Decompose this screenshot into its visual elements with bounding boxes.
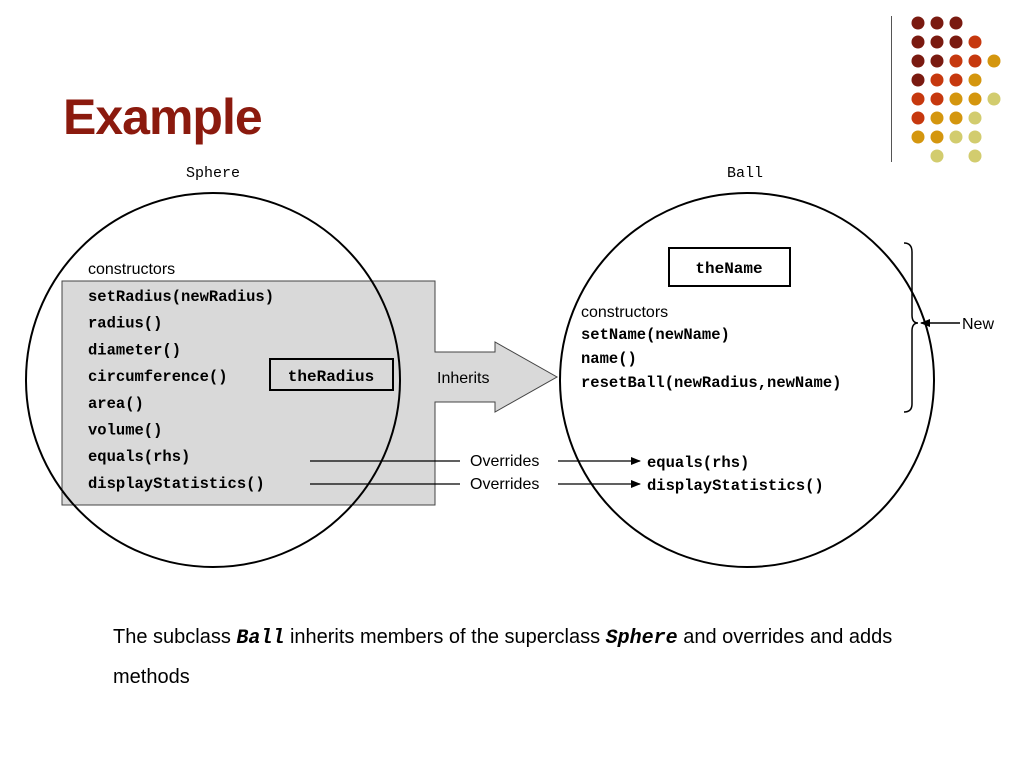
decorative-dot [930, 130, 944, 144]
sphere-label: Sphere [186, 165, 240, 182]
decorative-dot [930, 92, 944, 106]
decorative-dot [987, 54, 1001, 68]
decorative-dot [911, 130, 925, 144]
caption-superclass-name: Sphere [605, 627, 678, 650]
decorative-dot [949, 111, 963, 125]
inherits-label: Inherits [437, 370, 489, 387]
decorative-dot [911, 35, 925, 49]
ball-method: resetBall(newRadius,newName) [581, 374, 841, 392]
caption-text-1: The subclass [113, 626, 237, 648]
slide-caption: The subclass Ball inherits members of th… [113, 618, 973, 697]
decorative-dot [987, 92, 1001, 106]
sphere-method: area() [88, 395, 144, 413]
decorative-dot [930, 54, 944, 68]
sphere-method: radius() [88, 315, 162, 333]
decorative-dot [968, 54, 982, 68]
ball-constructors-label: constructors [581, 304, 668, 321]
decorative-dot [911, 73, 925, 87]
decorative-dot-grid [911, 16, 1001, 163]
decorative-dot [911, 92, 925, 106]
sphere-method-list: setRadius(newRadius) radius() diameter() ci… [88, 288, 274, 493]
ball-method: name() [581, 350, 637, 368]
ball-label: Ball [727, 165, 763, 182]
decorative-dot [911, 16, 925, 30]
decorative-dot [911, 111, 925, 125]
decorative-dot [949, 16, 963, 30]
caption-text-3: and overrides and adds methods [113, 626, 893, 688]
decorative-dot [968, 149, 982, 163]
decorative-dot [949, 130, 963, 144]
decorative-dot [930, 73, 944, 87]
overrides-label-2: Overrides [470, 476, 539, 493]
ball-overridden-method: displayStatistics() [647, 477, 824, 495]
overrides-label-1: Overrides [470, 453, 539, 470]
sphere-method: equals(rhs) [88, 448, 190, 466]
decorative-dot [930, 16, 944, 30]
inherited-members-region [61, 280, 559, 506]
inheritance-diagram: Sphere Ball constructors setRadius(newRa… [25, 165, 994, 568]
decorative-dot [968, 130, 982, 144]
decorative-dot [968, 73, 982, 87]
decorative-dot [968, 92, 982, 106]
new-label: New [962, 316, 994, 333]
decorative-dot [968, 111, 982, 125]
decorative-dot [968, 35, 982, 49]
decorative-dot [949, 92, 963, 106]
ball-overridden-method: equals(rhs) [647, 454, 749, 472]
sphere-method: circumference() [88, 368, 228, 386]
decorative-dot [949, 54, 963, 68]
sphere-method: setRadius(newRadius) [88, 288, 274, 306]
sphere-method: displayStatistics() [88, 475, 265, 493]
decorative-dot [930, 111, 944, 125]
sphere-method: volume() [88, 422, 162, 440]
ball-method: setName(newName) [581, 326, 730, 344]
ball-circle [559, 192, 935, 568]
decorative-dot [930, 149, 944, 163]
sphere-method: diameter() [88, 341, 181, 359]
caption-text-2: inherits members of the superclass [284, 626, 606, 648]
decorative-dot [930, 35, 944, 49]
the-radius-field: theRadius [288, 368, 374, 386]
the-name-box [668, 247, 791, 287]
caption-subclass-name: Ball [236, 627, 285, 650]
ball-overridden-method-list: equals(rhs) displayStatistics() [647, 454, 824, 495]
new-members-bracket [903, 242, 919, 413]
ball-method-list: setName(newName) name() resetBall(newRadiu… [581, 326, 841, 392]
decorative-dot [949, 73, 963, 87]
slide-title: Example [63, 89, 263, 145]
sphere-circle [25, 192, 401, 568]
the-radius-box [269, 358, 394, 391]
decorative-dot [949, 35, 963, 49]
the-name-field: theName [695, 260, 762, 278]
title-divider-line [891, 16, 892, 162]
decorative-dot [911, 54, 925, 68]
sphere-constructors-label: constructors [88, 261, 175, 278]
